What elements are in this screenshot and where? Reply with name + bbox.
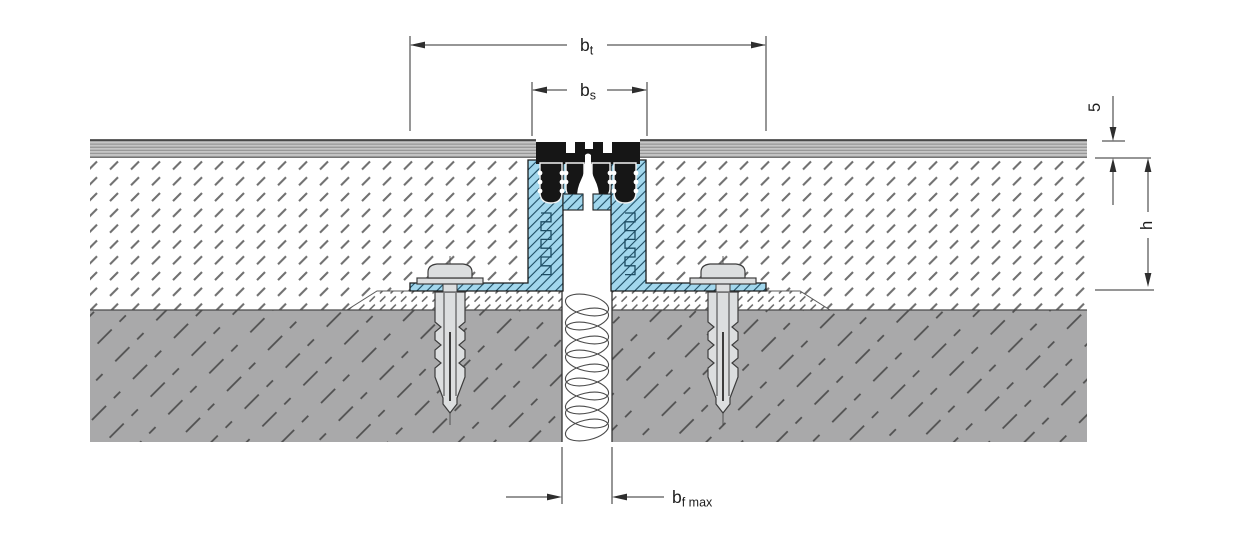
filler-loop [564,418,610,442]
label-bf-max: bf max [672,487,713,510]
dimension-height-h: h [1095,158,1156,291]
joint-filler-cord [564,293,610,442]
joint-gap [561,291,613,442]
ledge-left-hatch [563,194,583,210]
covering-layer [90,139,1087,159]
filler-loop [564,391,610,415]
label-bs: bs [580,80,596,103]
filler-loop [564,293,610,317]
arrow-down [1144,273,1152,287]
rail-right-outline [610,159,767,292]
covering-left-stripes [90,140,536,158]
label-5: 5 [1086,103,1104,112]
elastomer-insert [536,142,640,206]
covering-right-stripes [640,140,1087,158]
arrow-right [751,41,766,49]
label-h: h [1138,221,1156,230]
arrow-right [612,493,627,501]
rail-right-interlock [624,212,636,276]
arrow-up [1144,158,1152,172]
arrow-down [1109,127,1117,141]
arrow-left [532,86,547,94]
arrow-left [547,493,562,501]
insert-tooth [613,162,637,204]
filler-loop [564,405,610,429]
insert-top-bar [536,142,640,164]
dimension-bs: bs [531,80,648,136]
dimension-bf-max: bf max [506,447,713,510]
arrow-left [410,41,425,49]
filler-loop [564,349,610,373]
filler-loop [564,307,610,331]
insert-center-void [577,153,599,206]
arrow-right [632,86,647,94]
filler-loop [564,321,610,345]
dimension-covering-5: 5 [1086,96,1151,205]
label-bt: bt [580,35,594,58]
filler-loop [564,335,610,359]
rail-left-interlock [540,212,552,276]
filler-loop [564,363,610,387]
insert-serration-gaps [537,170,639,194]
rail-left-outline [409,159,564,292]
insert-tooth [539,162,563,204]
arrow-up [1109,158,1117,172]
dimension-bt: bt [409,35,767,131]
filler-loop [564,377,610,401]
rail-inner-ledges [562,193,612,211]
ledge-right-hatch [593,194,611,210]
